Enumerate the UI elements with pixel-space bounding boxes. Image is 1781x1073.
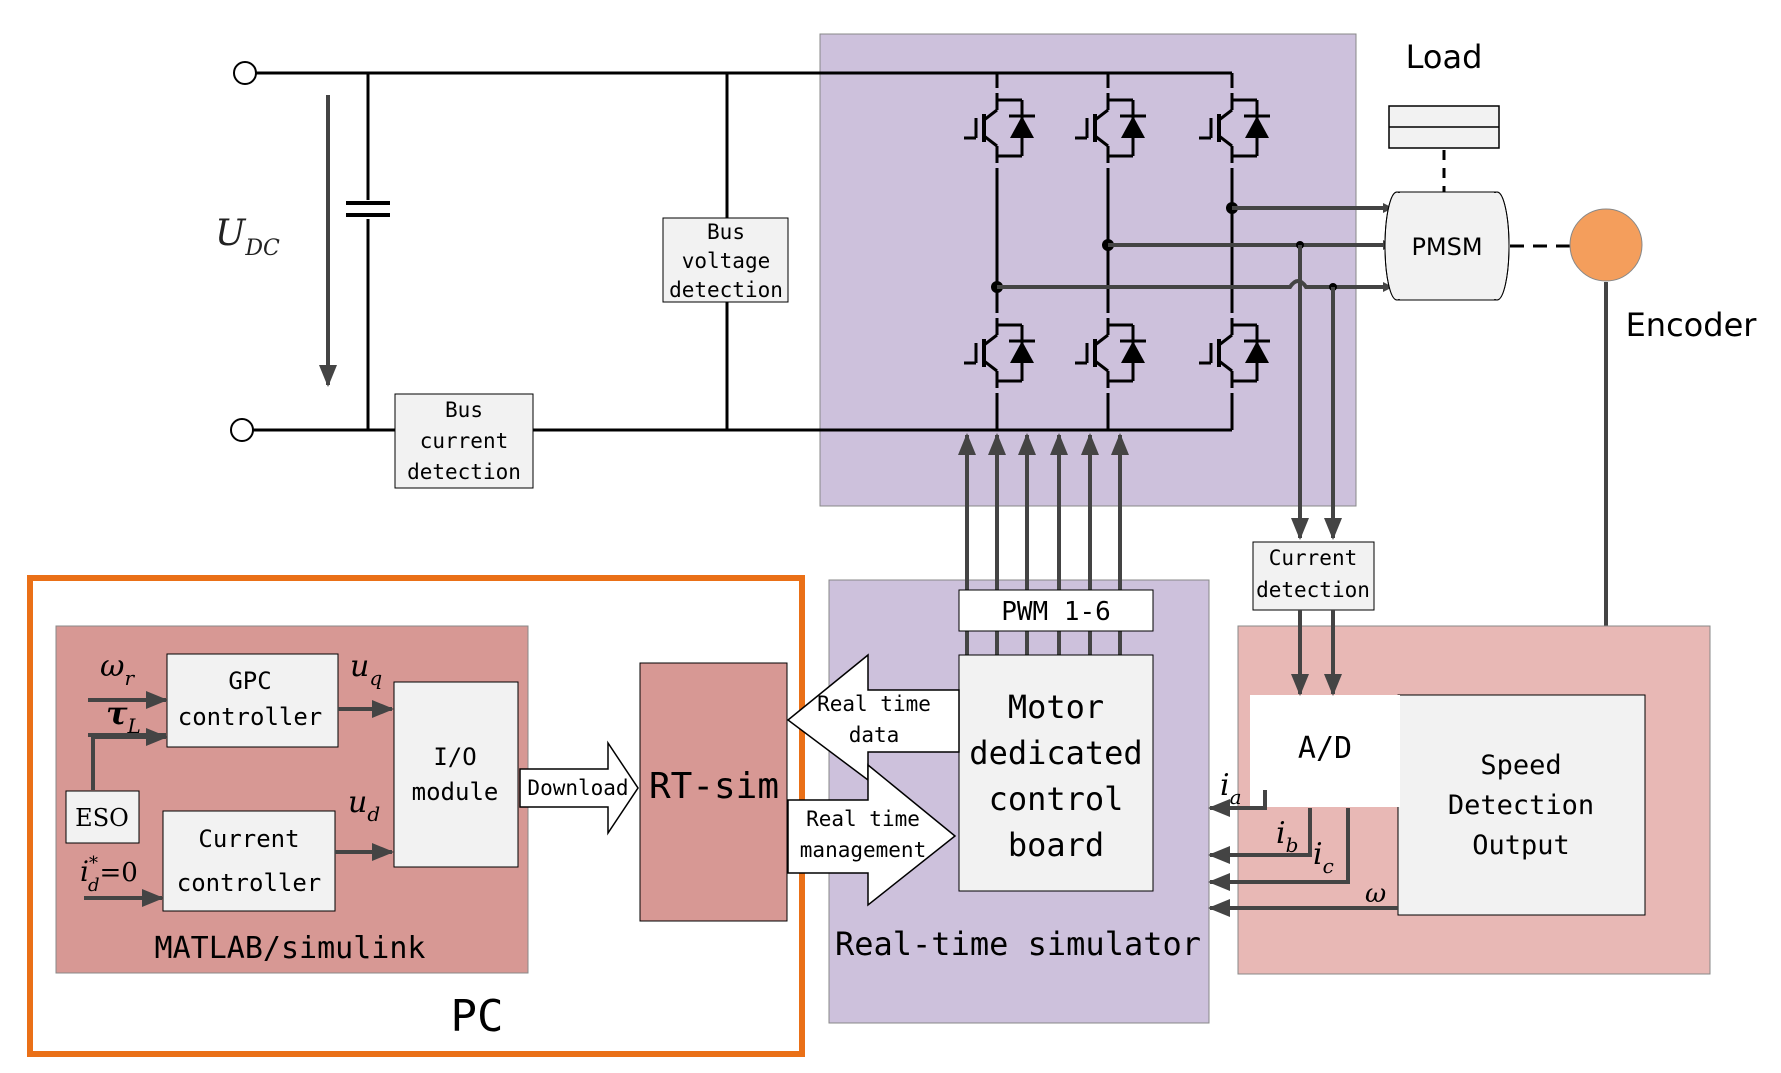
pmsm-label: PMSM [1411, 233, 1482, 261]
udc-label: UDC [215, 213, 280, 261]
pwm-box [958, 589, 1154, 632]
io-module-box [393, 681, 519, 868]
download-arrow [519, 740, 639, 836]
motor-board-label-1: Motor [1008, 688, 1104, 726]
dc-terminal-top [233, 61, 257, 85]
igbt-upper-a [955, 88, 1037, 168]
pmsm-motor [1384, 191, 1510, 301]
pc-label: PC [451, 991, 504, 1042]
ud-label: ud [348, 785, 380, 826]
encoder-icon [1569, 208, 1643, 282]
motor-board-label-4: board [1008, 826, 1104, 864]
igbt-lower-b [1065, 313, 1148, 393]
eso-label: ESO [75, 804, 129, 832]
ib-label: ib [1276, 816, 1298, 857]
rt-data-label-1: Real time [817, 692, 931, 716]
rt-management-label-2: management [800, 838, 926, 862]
speed-label-1: Speed [1480, 750, 1561, 781]
gpc-label-1: GPC [228, 667, 271, 695]
current-controller-box [162, 810, 336, 912]
current-detection-label-1: Current [1269, 546, 1358, 570]
motor-board-label-3: control [989, 780, 1124, 818]
io-module-label-1: I/O [433, 743, 476, 771]
bus-current-label-1: Bus [445, 398, 483, 422]
speed-box [1397, 694, 1646, 916]
rtsim-box [639, 662, 788, 922]
speed-label-3: Output [1472, 830, 1570, 861]
io-module-label-2: module [412, 778, 499, 806]
ia-label: ia [1220, 768, 1242, 809]
rt-management-arrow [787, 763, 957, 907]
bus-current-detection-box [394, 393, 534, 489]
eso-box [65, 790, 140, 844]
current-detection-box [1252, 541, 1375, 611]
current-controller-label-2: controller [177, 869, 322, 897]
current-controller-label-1: Current [198, 825, 299, 853]
matlab-label: MATLAB/simulink [155, 931, 426, 966]
bus-voltage-detection-box [662, 217, 789, 303]
uq-label: uq [350, 649, 382, 690]
tau-label: τL [106, 694, 141, 738]
motor-board-label-2: dedicated [969, 734, 1142, 772]
igbt-upper-c [1189, 88, 1272, 168]
pwm-label: PWM 1-6 [1001, 597, 1111, 627]
rt-data-label-2: data [849, 723, 900, 747]
bus-voltage-label-3: detection [669, 278, 783, 302]
igbt-lower-a [955, 313, 1037, 393]
bus-current-label-2: current [420, 429, 509, 453]
omega-label: ω [1365, 879, 1386, 909]
igbt-lower-c [1189, 313, 1272, 393]
id-label: i*d=0 [80, 853, 138, 896]
download-label: Download [527, 776, 628, 800]
ad-label: A/D [1298, 731, 1352, 766]
dc-terminal-bottom [230, 418, 254, 442]
bus-voltage-label-1: Bus [707, 220, 745, 244]
ic-label: ic [1313, 837, 1334, 878]
rt-data-arrow [786, 653, 960, 782]
rtsim-label: RT-sim [649, 766, 779, 807]
motor-board-box [958, 654, 1154, 892]
bus-current-label-3: detection [407, 460, 521, 484]
encoder-label: Encoder [1626, 306, 1758, 344]
igbt-upper-b [1065, 88, 1148, 168]
speed-label-2: Detection [1448, 790, 1594, 821]
gpc-label-2: controller [178, 703, 323, 731]
simulator-label: Real-time simulator [835, 925, 1201, 963]
current-detection-label-2: detection [1256, 578, 1370, 602]
rt-management-label-1: Real time [806, 807, 920, 831]
omega-r-label: ωr [100, 649, 135, 690]
bus-voltage-label-2: voltage [682, 249, 771, 273]
load-label: Load [1406, 38, 1483, 76]
